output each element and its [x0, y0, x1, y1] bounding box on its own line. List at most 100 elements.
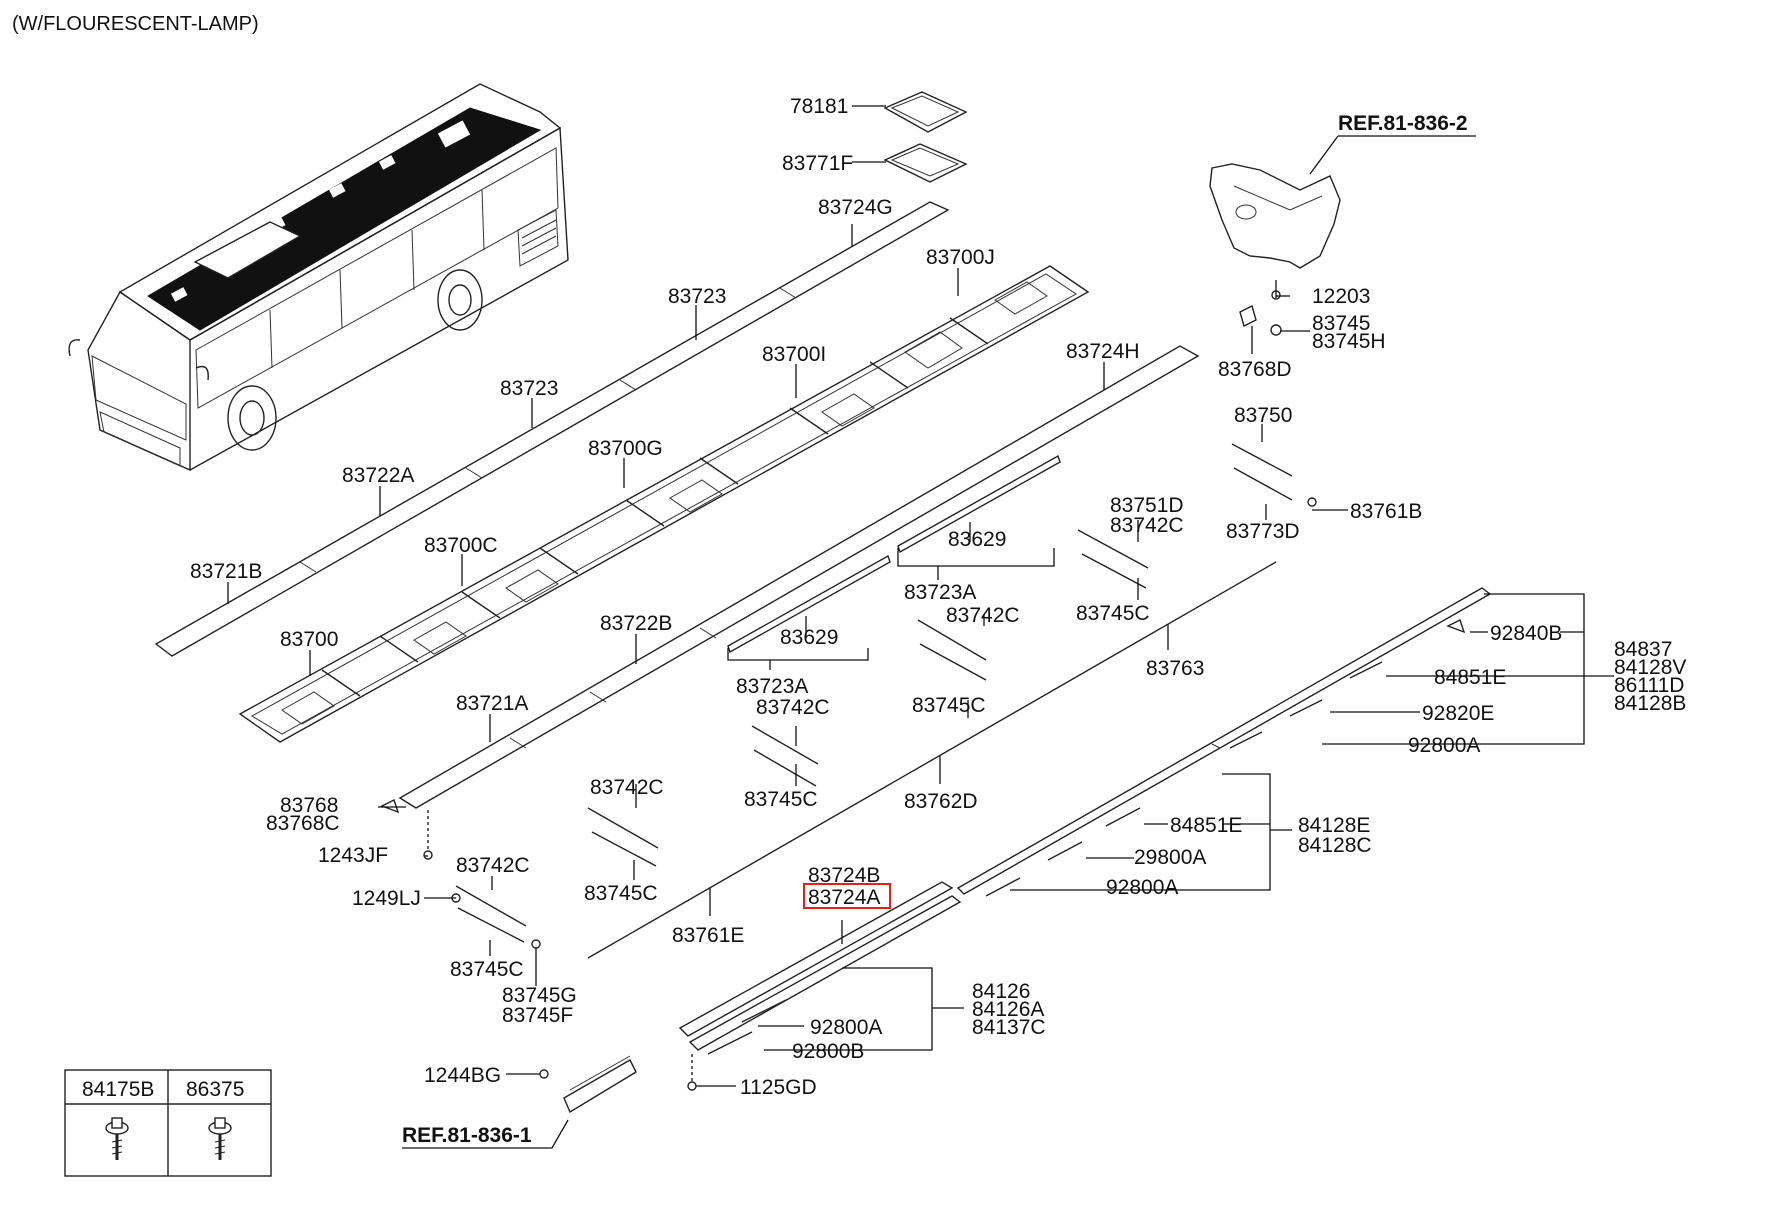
label-84128B: 84128B — [1614, 692, 1686, 715]
label-83723-b: 83723 — [500, 377, 558, 400]
label-ref-81-836-2: REF.81-836-2 — [1338, 112, 1468, 135]
label-83700: 83700 — [280, 628, 338, 651]
label-83745C-c: 83745C — [744, 788, 818, 811]
label-83745C-a: 83745C — [450, 958, 524, 981]
label-78181: 78181 — [790, 95, 848, 118]
label-83768: 83768 — [280, 794, 338, 817]
label-12203: 12203 — [1312, 285, 1370, 308]
clip-84851E-lower — [1105, 807, 1141, 827]
clip-83745G — [531, 939, 541, 949]
label-83762D: 83762D — [904, 790, 978, 813]
label-83629-a: 83629 — [948, 528, 1006, 551]
clip-pair-5 — [455, 885, 527, 943]
label-ref-81-836-1: REF.81-836-1 — [402, 1124, 532, 1147]
label-84126: 84126 — [972, 980, 1030, 1003]
label-83721B: 83721B — [190, 560, 262, 583]
clip-29800A — [1047, 841, 1083, 861]
label-83721A: 83721A — [456, 692, 528, 715]
label-83724G: 83724G — [818, 196, 893, 219]
label-83771F: 83771F — [782, 152, 853, 175]
label-83761B: 83761B — [1350, 500, 1422, 523]
label-92800B: 92800B — [792, 1040, 864, 1063]
label-83768D: 83768D — [1218, 358, 1292, 381]
callout-labels: 78181 83771F 83724G 83723 83723 83700J 8… — [190, 95, 1686, 1147]
label-83745C-e: 83745C — [1076, 602, 1150, 625]
label-83724B: 83724B — [808, 864, 880, 887]
label-84837: 84837 — [1614, 638, 1672, 661]
rod-83763 — [587, 561, 1277, 959]
clip-pair-3 — [751, 725, 819, 787]
diagram-title: (W/FLOURESCENT-LAMP) — [12, 13, 259, 35]
clip-92800A-lower — [741, 999, 787, 1023]
label-83700I: 83700I — [762, 343, 826, 366]
label-83742C-c: 83742C — [756, 696, 830, 719]
label-83745G: 83745G — [502, 984, 577, 1007]
label-84128E: 84128E — [1298, 814, 1370, 837]
label-92800A-b: 92800A — [1106, 876, 1178, 899]
label-84128C: 84128C — [1298, 834, 1372, 857]
label-92800A-c: 92800A — [810, 1016, 882, 1039]
label-83722B: 83722B — [600, 612, 672, 635]
label-83763: 83763 — [1146, 657, 1204, 680]
part-78181-frame — [883, 91, 968, 133]
label-83724H: 83724H — [1066, 340, 1140, 363]
clip-83773D — [1233, 467, 1293, 501]
legend-86375: 86375 — [186, 1078, 244, 1101]
label-92840B: 92840B — [1490, 622, 1562, 645]
clip-pair-4 — [587, 807, 659, 867]
clip-83750 — [1231, 443, 1293, 477]
label-84126A: 84126A — [972, 998, 1044, 1021]
label-1249LJ: 1249LJ — [352, 887, 421, 910]
clip-pair-1 — [1077, 529, 1149, 589]
clip-pair-2 — [917, 619, 987, 681]
label-83773D: 83773D — [1226, 520, 1300, 543]
label-83700G: 83700G — [588, 437, 663, 460]
clip-84851E-upper — [1349, 661, 1383, 679]
label-83724A: 83724A — [808, 886, 880, 909]
label-1244BG: 1244BG — [424, 1064, 501, 1087]
label-29800A: 29800A — [1134, 846, 1206, 869]
label-83722A: 83722A — [342, 464, 414, 487]
fastener-legend-table: 84175B 86375 — [64, 1069, 272, 1177]
label-92820E: 92820E — [1422, 702, 1494, 725]
clip-92800A-upper — [1229, 731, 1263, 749]
roof-panel-row — [238, 265, 1090, 743]
label-83750: 83750 — [1234, 404, 1292, 427]
label-83742C-e: 83742C — [1110, 514, 1184, 537]
part-83771F-frame — [883, 143, 968, 183]
label-84851E-a: 84851E — [1434, 666, 1506, 689]
bracket-ref-81-836-1 — [563, 1055, 637, 1114]
label-1243JF: 1243JF — [318, 844, 388, 867]
bolt-1243JF — [423, 850, 433, 860]
label-84851E-b: 84851E — [1170, 814, 1242, 837]
clip-92840B — [1446, 619, 1466, 634]
label-83629-b: 83629 — [780, 626, 838, 649]
strip-83724G — [154, 201, 950, 657]
label-83723-a: 83723 — [668, 285, 726, 308]
label-83742C-d: 83742C — [946, 604, 1020, 627]
label-83723A-a: 83723A — [904, 581, 976, 604]
bolt-icon — [208, 1117, 232, 1160]
clip-83768 — [380, 799, 400, 814]
label-83745H: 83745H — [1312, 330, 1386, 353]
legend-84175B: 84175B — [82, 1078, 154, 1101]
label-83742C-b: 83742C — [590, 776, 664, 799]
rail-83629-lower — [727, 554, 891, 654]
bolt-1244BG — [539, 1069, 549, 1079]
label-83768C: 83768C — [266, 812, 340, 835]
highlight-83724A — [803, 883, 891, 909]
label-83745F: 83745F — [502, 1004, 573, 1027]
label-1125GD: 1125GD — [740, 1076, 817, 1099]
label-83742C-a: 83742C — [456, 854, 530, 877]
bracket-ref-81-836-2 — [1209, 163, 1341, 269]
label-92800A-a: 92800A — [1408, 734, 1480, 757]
label-83745C-b: 83745C — [584, 882, 658, 905]
clip-92800A-mid — [985, 877, 1021, 897]
washer-83745 — [1270, 324, 1282, 336]
clip-83768D — [1239, 304, 1257, 328]
label-86111D: 86111D — [1614, 674, 1684, 697]
label-83700J: 83700J — [926, 246, 995, 269]
label-83723A-b: 83723A — [736, 675, 808, 698]
label-83761E: 83761E — [672, 924, 744, 947]
